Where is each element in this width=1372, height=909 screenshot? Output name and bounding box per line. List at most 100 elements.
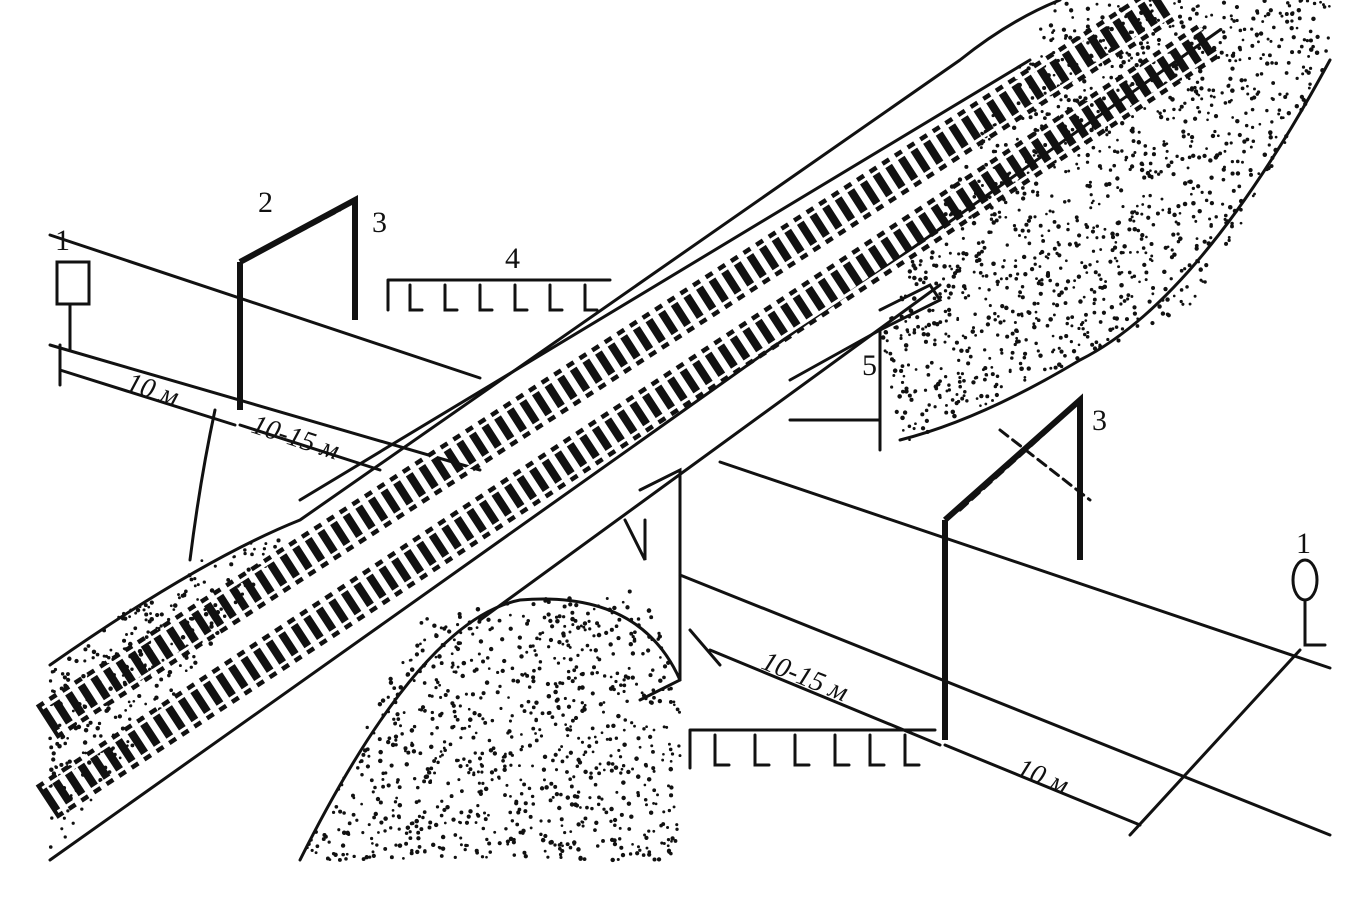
ballast-dot <box>1132 305 1137 310</box>
ballast-dot <box>991 149 996 154</box>
ballast-dot <box>522 782 527 787</box>
ballast-dot <box>1129 164 1135 169</box>
ballast-dot <box>1221 0 1227 5</box>
ballast-dot <box>442 740 447 744</box>
ballast-dot <box>954 340 959 345</box>
ballast-dot <box>1053 165 1056 169</box>
ballast-dot <box>921 280 926 285</box>
ballast-dot <box>593 828 597 832</box>
ballast-dot <box>636 617 641 621</box>
ballast-dot <box>593 735 597 739</box>
ballast-dot <box>422 779 427 784</box>
ballast-dot <box>551 795 555 799</box>
ballast-dot <box>561 615 566 619</box>
ballast-dot <box>979 262 984 267</box>
ballast-dot <box>948 251 952 255</box>
ballast-dot <box>403 746 408 751</box>
ballast-dot <box>1052 348 1056 352</box>
ballast-dot <box>109 648 113 652</box>
ballast-dot <box>66 677 71 682</box>
ballast-dot <box>1072 286 1076 289</box>
ballast-dot <box>189 665 193 669</box>
ballast-dot <box>1085 152 1090 158</box>
ballast-dot <box>626 675 631 680</box>
ballast-dot <box>627 827 632 831</box>
ballast-dot <box>388 680 394 685</box>
ballast-dot <box>1097 273 1101 277</box>
ballast-dot <box>525 673 530 678</box>
ballast-dot <box>129 704 133 708</box>
ballast-dot <box>460 726 464 731</box>
ballast-dot <box>1103 227 1107 231</box>
ballast-dot <box>1194 11 1199 16</box>
ballast-dot <box>1166 163 1171 168</box>
ballast-dot <box>196 598 199 601</box>
ballast-dot <box>213 564 217 568</box>
ballast-dot <box>976 241 981 246</box>
ballast-dot <box>989 230 993 234</box>
ballast-dot <box>1212 95 1216 99</box>
ballast-dot <box>1182 201 1188 207</box>
ballast-dot <box>938 292 942 296</box>
barrier-bottom-rail <box>688 728 937 770</box>
ballast-dot <box>1067 242 1072 247</box>
ballast-dot <box>1149 241 1154 246</box>
ballast-dot <box>1038 223 1043 228</box>
ballast-dot <box>672 700 676 704</box>
ballast-dot <box>1143 107 1147 110</box>
ballast-dot <box>450 652 454 656</box>
ballast-dot <box>1108 145 1111 149</box>
ballast-dot <box>1267 53 1272 58</box>
ballast-dot <box>918 277 923 282</box>
ballast-dot <box>1251 16 1256 21</box>
ballast-dot <box>996 314 1000 318</box>
ballast-dot <box>926 372 931 377</box>
ballast-dot <box>1115 232 1120 237</box>
ballast-dot <box>605 737 609 741</box>
ballast-dot <box>1082 264 1088 270</box>
ballast-dot <box>1015 137 1019 141</box>
ballast-dot <box>594 740 599 744</box>
ballast-dot <box>1066 316 1070 321</box>
ballast-dot <box>1238 58 1242 62</box>
ballast-dot <box>657 631 661 635</box>
ballast-dot <box>912 330 917 335</box>
ballast-dot <box>1057 346 1061 350</box>
ballast-dot <box>550 715 555 719</box>
ballast-dot <box>1189 134 1195 140</box>
ballast-dot <box>104 654 108 658</box>
ballast-dot <box>678 754 682 758</box>
ballast-dot <box>1013 264 1018 269</box>
ballast-dot <box>1208 217 1212 221</box>
ballast-dot <box>1022 355 1027 360</box>
ballast-dot <box>1141 246 1146 250</box>
ballast-dot <box>1066 222 1070 226</box>
ballast-dot <box>108 686 113 691</box>
ballast-dot <box>534 732 537 735</box>
ballast-dot <box>1094 340 1099 345</box>
ballast-dot <box>1179 268 1184 273</box>
ballast-dot <box>342 811 346 815</box>
ballast-dot <box>1194 243 1199 248</box>
ballast-dot <box>1172 294 1176 298</box>
ballast-dot <box>546 711 551 715</box>
ballast-dot <box>590 726 595 731</box>
ballast-dot <box>515 679 521 684</box>
ballast-dot <box>414 818 419 824</box>
ballast-dot <box>1029 62 1033 66</box>
ballast-dot <box>1138 41 1144 46</box>
ballast-dot <box>554 768 559 772</box>
ballast-dot <box>1142 262 1147 267</box>
ballast-dot <box>315 844 320 849</box>
ballast-dot <box>518 764 521 768</box>
ballast-dot <box>87 760 92 765</box>
ballast-dot <box>1265 61 1270 66</box>
ballast-dot <box>1235 18 1239 23</box>
ballast-dot <box>514 801 519 806</box>
ballast-dot <box>565 727 570 732</box>
ballast-dot <box>454 758 459 763</box>
ballast-dot <box>483 720 488 725</box>
ballast-dot <box>589 648 593 652</box>
ballast-dot <box>947 383 951 387</box>
ballast-dot <box>557 614 562 619</box>
